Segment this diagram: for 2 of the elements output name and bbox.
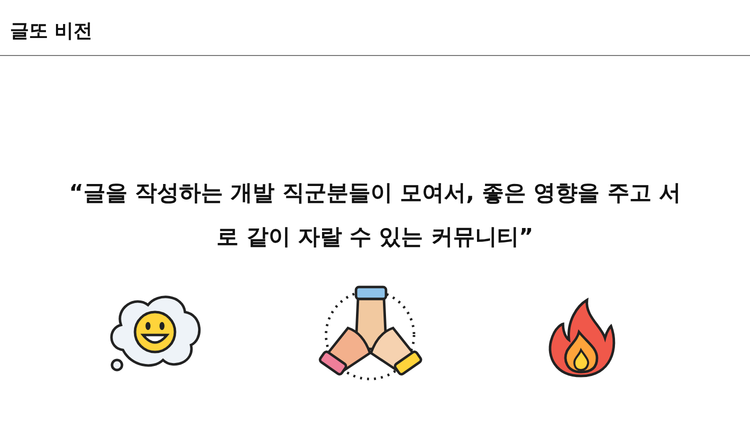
vision-quote: “글을 작성하는 개발 직군분들이 모여서, 좋은 영향을 주고 서로 같이 자랄 수 있는 커뮤니티” bbox=[68, 180, 682, 252]
page-title: 글또 비전 bbox=[10, 19, 93, 44]
